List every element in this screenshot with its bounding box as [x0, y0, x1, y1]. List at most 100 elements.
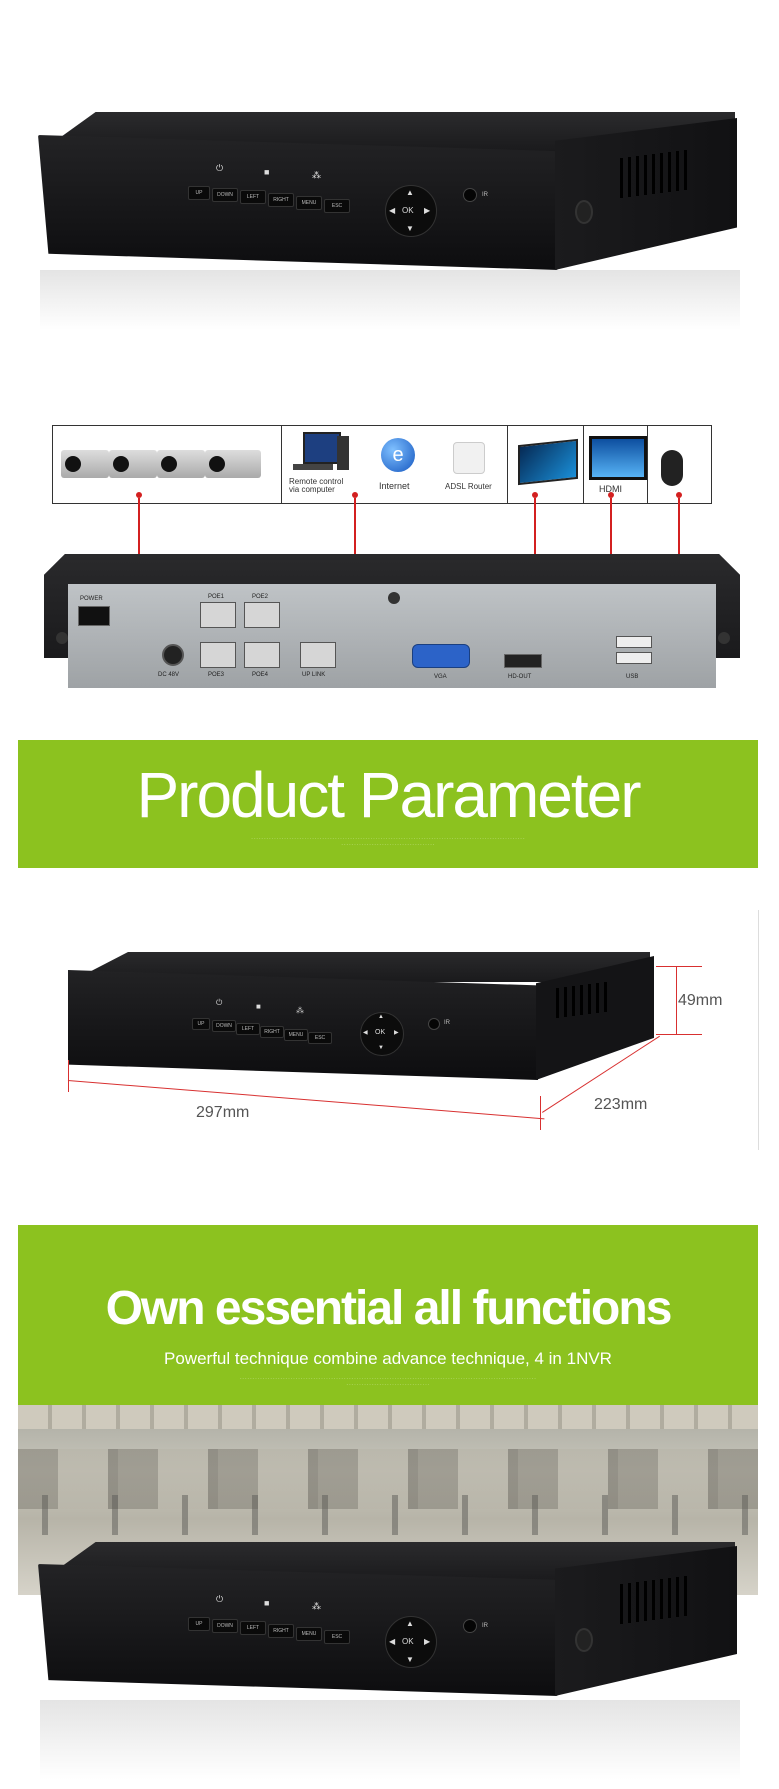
arrow-right-icon: ▶	[424, 1637, 431, 1646]
poe4-port[interactable]	[244, 642, 280, 668]
network-icon: ⁂	[296, 1006, 304, 1015]
dim-nvr-vents	[556, 982, 636, 1022]
uplink-label: UP LINK	[302, 672, 326, 678]
dim-nvr-front	[68, 970, 538, 1080]
peripheral-strip: Remote control via computer e Internet A…	[52, 425, 712, 504]
rear-panel-screw	[56, 632, 68, 644]
left-button[interactable]: LEFT	[240, 1621, 266, 1635]
menu-button[interactable]: MENU	[296, 196, 322, 210]
poe1-port[interactable]	[200, 602, 236, 628]
mall-ceiling	[18, 1405, 758, 1429]
arrow-up-icon: ▲	[378, 1014, 384, 1020]
functions-banner: Own essential all functions Powerful tec…	[18, 1225, 758, 1405]
connector-dot	[532, 492, 538, 498]
arrow-down-icon: ▼	[378, 1045, 384, 1051]
uplink-port[interactable]	[300, 642, 336, 668]
rear-panel-screw	[718, 632, 730, 644]
monitor-icon	[518, 438, 578, 486]
down-button[interactable]: DOWN	[212, 188, 238, 202]
down-button[interactable]: DOWN	[212, 1020, 236, 1032]
menu-button[interactable]: MENU	[284, 1029, 308, 1041]
hero-nvr-device: ⏻ ■ ⁂ UP DOWN LEFT RIGHT MENU ESC ▲ ▼ ◀ …	[0, 0, 779, 280]
hdout-port[interactable]	[504, 654, 542, 668]
poe4-label: POE4	[252, 672, 269, 678]
connector-dot	[676, 492, 682, 498]
camera-icon	[205, 450, 261, 478]
remote-control-label: Remote control via computer	[289, 477, 344, 494]
arrow-left-icon: ◀	[363, 1030, 368, 1036]
navigation-dpad[interactable]: ▲ ▼ ◀ ▶ OK	[360, 1012, 404, 1056]
mall-people	[18, 1495, 758, 1535]
network-icon: ⁂	[312, 170, 321, 180]
vga-label: VGA	[434, 674, 447, 680]
right-button[interactable]: RIGHT	[260, 1026, 284, 1038]
arrow-left-icon: ◀	[389, 1637, 396, 1646]
down-button[interactable]: DOWN	[212, 1619, 238, 1633]
hdout-label: HD-OUT	[508, 674, 532, 680]
power-icon: ⏻	[216, 163, 224, 173]
ok-label: OK	[402, 206, 414, 215]
rear-panel-screw	[388, 592, 400, 604]
dc-jack	[162, 644, 184, 666]
connector-dot	[352, 492, 358, 498]
poe1-label: POE1	[208, 594, 225, 600]
vga-port[interactable]	[412, 644, 470, 668]
esc-button[interactable]: ESC	[308, 1032, 332, 1044]
arrow-down-icon: ▼	[406, 224, 414, 233]
poe3-label: POE3	[208, 672, 225, 678]
right-button[interactable]: RIGHT	[268, 1624, 294, 1638]
ir-sensor	[463, 1619, 477, 1633]
hero-nvr-knob	[575, 200, 593, 224]
arrow-up-icon: ▲	[406, 188, 414, 197]
navigation-dpad[interactable]: ▲ ▼ ◀ ▶ OK	[385, 1616, 437, 1668]
computer-icon	[293, 432, 351, 472]
right-button[interactable]: RIGHT	[268, 193, 294, 207]
functions-fineprint: - - - - - - - - - - - - - - - - - - - - …	[240, 1376, 536, 1386]
parameter-fineprint: - - - - - - - - - - - - - - - - - - - - …	[251, 836, 525, 846]
height-label: 49mm	[678, 992, 723, 1009]
parameter-title: Product Parameter	[136, 759, 641, 831]
tv-icon	[589, 436, 647, 480]
height-dim-line-top	[656, 966, 702, 967]
dc-label: DC 48V	[158, 672, 180, 678]
up-button[interactable]: UP	[192, 1018, 210, 1030]
connector-dot	[136, 492, 142, 498]
router-icon	[453, 442, 485, 474]
usb-port-top[interactable]	[616, 636, 652, 648]
width-dim-line-right	[540, 1096, 541, 1130]
navigation-dpad[interactable]: ▲ ▼ ◀ ▶ OK	[385, 185, 437, 237]
esc-button[interactable]: ESC	[324, 1630, 350, 1644]
usb-port-bottom[interactable]	[616, 652, 652, 664]
hero-nvr-section: ⏻ ■ ⁂ UP DOWN LEFT RIGHT MENU ESC ▲ ▼ ◀ …	[0, 0, 779, 330]
camera-icon	[61, 450, 109, 478]
power-icon: ⏻	[216, 1594, 224, 1604]
arrow-right-icon: ▶	[424, 206, 431, 215]
record-icon: ■	[256, 1002, 261, 1011]
mall-nvr-reflection	[40, 1700, 740, 1780]
poe2-port[interactable]	[244, 602, 280, 628]
connector-dot	[608, 492, 614, 498]
power-switch[interactable]	[78, 606, 110, 626]
left-button[interactable]: LEFT	[240, 190, 266, 204]
up-button[interactable]: UP	[188, 1617, 210, 1631]
hdmi-label: HDMI	[599, 484, 622, 494]
width-dim-line-left	[68, 1060, 69, 1092]
power-icon: ⏻	[216, 998, 223, 1007]
power-label: POWER	[80, 596, 103, 602]
poe3-port[interactable]	[200, 642, 236, 668]
ir-sensor	[463, 188, 477, 202]
left-button[interactable]: LEFT	[236, 1023, 260, 1035]
up-button[interactable]: UP	[188, 186, 210, 200]
camera-icon	[109, 450, 157, 478]
mall-nvr-device: ⏻ ■ ⁂ UP DOWN LEFT RIGHT MENU ESC ▲ ▼ ◀ …	[0, 1500, 779, 1789]
record-icon: ■	[264, 167, 270, 177]
router-label: ADSL Router	[445, 482, 492, 491]
dimension-section: ⏻ ■ ⁂ UP DOWN LEFT RIGHT MENU ESC ▲ ▼ ◀ …	[0, 900, 779, 1150]
menu-button[interactable]: MENU	[296, 1627, 322, 1641]
esc-button[interactable]: ESC	[324, 199, 350, 213]
ir-label: IR	[482, 1623, 488, 1629]
divider	[647, 426, 648, 503]
divider	[507, 426, 508, 503]
camera-icon	[157, 450, 205, 478]
ir-label: IR	[444, 1020, 450, 1026]
